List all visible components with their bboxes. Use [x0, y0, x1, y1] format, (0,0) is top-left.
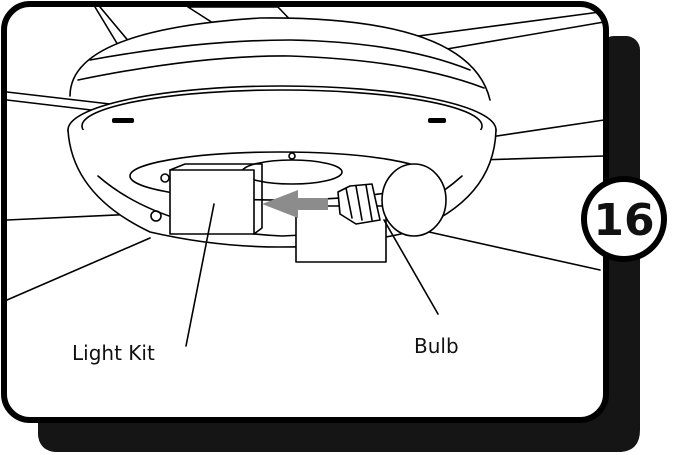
step-badge: [581, 176, 667, 262]
insert-arrow: [262, 190, 328, 218]
fan-blade-top-right: [387, 11, 605, 56]
fan-blade-right-bottom: [419, 229, 601, 271]
label-bulb: Bulb: [414, 334, 459, 358]
rim-details: [112, 118, 446, 123]
step-number: 16: [593, 195, 654, 246]
fan-illustration: [6, 6, 605, 347]
leader-light-kit: [185, 203, 215, 347]
motor-housing-top: [69, 17, 491, 101]
label-light-kit: Light Kit: [72, 341, 155, 365]
light-kit-socket: [169, 169, 255, 235]
bulb-glass: [381, 163, 447, 237]
leader-bulb: [383, 219, 439, 315]
